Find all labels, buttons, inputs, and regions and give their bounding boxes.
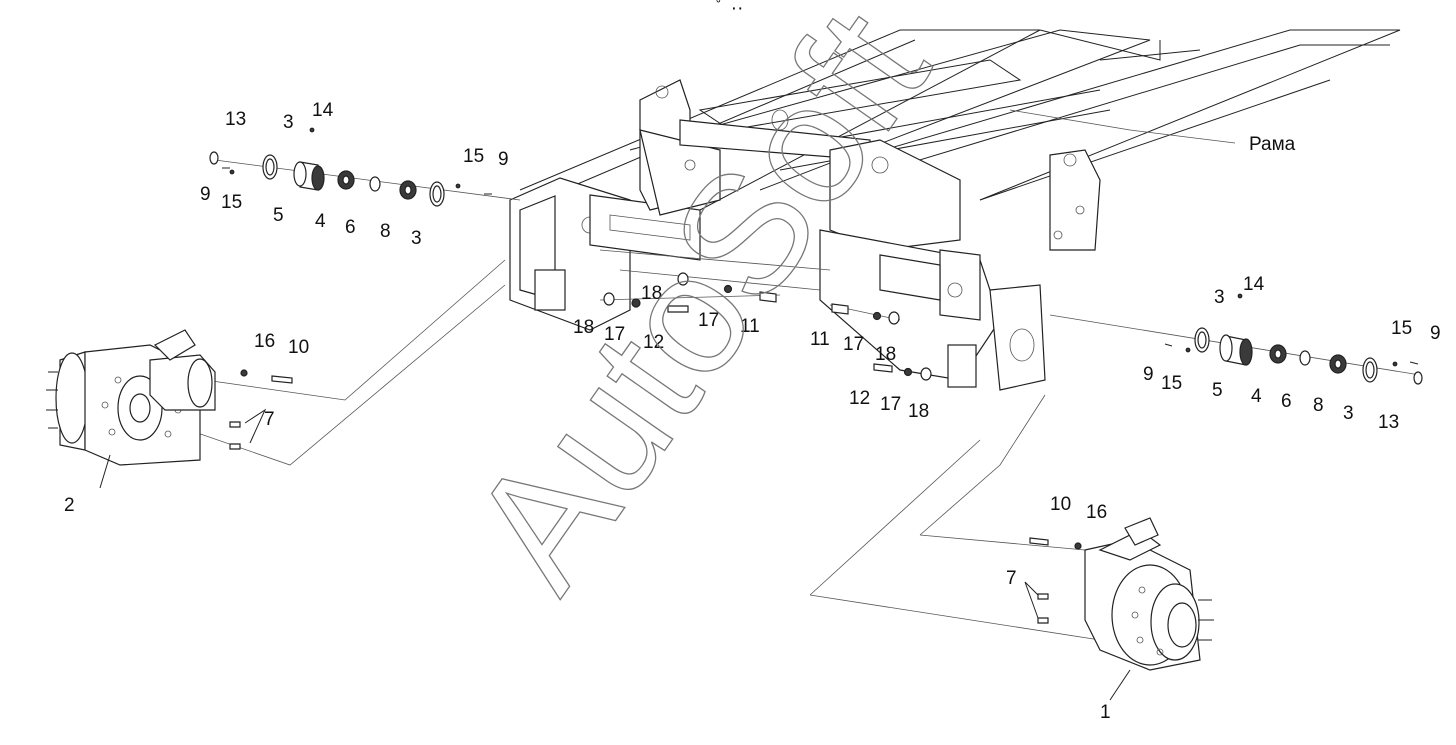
callout: 2	[64, 495, 75, 516]
callout: 10	[1050, 494, 1071, 515]
callout: 11	[740, 316, 760, 337]
callout: 9	[1430, 323, 1441, 344]
callout: 9	[200, 184, 211, 205]
callout: 18	[875, 344, 896, 365]
callout: 6	[1281, 391, 1292, 412]
callout: 17	[843, 334, 864, 355]
callout: 13	[225, 109, 246, 130]
callout: 14	[1243, 274, 1265, 295]
callout: 4	[315, 211, 326, 232]
callout: 16	[254, 331, 275, 352]
callout: 7	[1006, 568, 1017, 589]
callout: 1	[1100, 702, 1111, 723]
callout: 18	[908, 401, 929, 422]
callout: 5	[1212, 380, 1223, 401]
callout: 9	[1143, 364, 1154, 385]
callout: 8	[1313, 395, 1324, 416]
callout: 15	[463, 146, 484, 167]
callout: 15	[1391, 318, 1412, 339]
callout: 18	[573, 317, 594, 338]
vehicle-frame	[509, 29, 1401, 391]
frame-label: Рама	[1249, 134, 1296, 155]
callout: 8	[380, 221, 391, 242]
right-wheel-hub	[809, 394, 1214, 701]
callout: 3	[283, 112, 294, 133]
callout: 3	[1214, 287, 1225, 308]
callout: 6	[345, 217, 356, 238]
callout: 14	[312, 100, 334, 121]
callout: 17	[698, 310, 719, 331]
callout: 15	[221, 192, 242, 213]
left-bushing-group	[209, 151, 521, 207]
callout: 11	[810, 329, 830, 350]
callout: 7	[264, 409, 275, 430]
center-left-fasteners	[599, 272, 781, 313]
left-wheel-hub	[46, 259, 506, 489]
callout: 17	[604, 324, 625, 345]
callout: 16	[1086, 502, 1107, 523]
callout: 3	[411, 228, 422, 249]
center-right-fasteners	[829, 303, 932, 381]
callout: 17	[880, 394, 901, 415]
callout: 3	[1343, 403, 1354, 424]
right-bushing-group	[1049, 293, 1423, 385]
callout: 4	[1251, 386, 1262, 407]
callout: 5	[273, 205, 284, 226]
callout: 15	[1161, 373, 1182, 394]
callout: 10	[288, 337, 309, 358]
callout: 13	[1378, 412, 1399, 433]
callout: 12	[849, 388, 870, 409]
callout: 18	[641, 283, 662, 304]
callout: 12	[643, 332, 664, 353]
callout: 9	[498, 149, 509, 170]
top-mark: ﾟ ··	[716, 0, 743, 19]
